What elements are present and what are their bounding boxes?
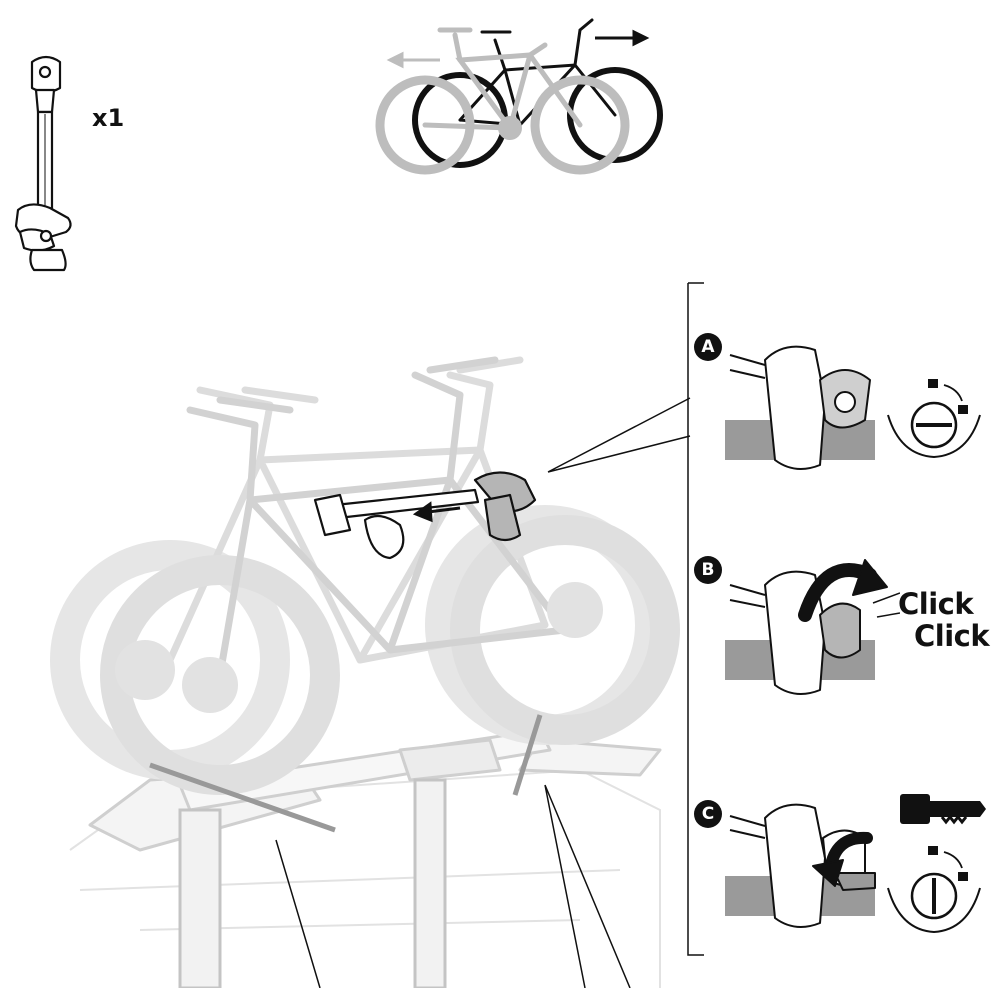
bike-arm-part-icon — [14, 55, 72, 272]
lock-open-icon — [958, 872, 968, 881]
rotate-arrow-icon — [943, 851, 963, 869]
step-c-lock-dial — [887, 846, 981, 934]
lock-closed-icon — [928, 379, 938, 388]
step-b-clamp-illustration — [725, 559, 900, 695]
bike-carrier-scene — [50, 356, 680, 988]
click-sound-label-2: Click — [914, 619, 990, 653]
lock-open-icon — [958, 405, 968, 414]
bike-swap-direction-icon — [375, 18, 663, 175]
step-c-clamp-illustration — [725, 803, 876, 928]
step-c-badge: C — [694, 800, 722, 828]
step-a-lock-dial — [887, 379, 981, 459]
step-a-badge: A — [694, 333, 722, 361]
lock-closed-icon — [928, 846, 938, 855]
step-b-badge: B — [694, 556, 722, 584]
rotate-arrow-icon — [943, 384, 963, 402]
key-icon — [900, 794, 986, 825]
step-a-clamp-illustration — [725, 345, 875, 470]
part-quantity-label: x1 — [92, 104, 125, 132]
click-sound-label-1: Click — [898, 587, 974, 621]
